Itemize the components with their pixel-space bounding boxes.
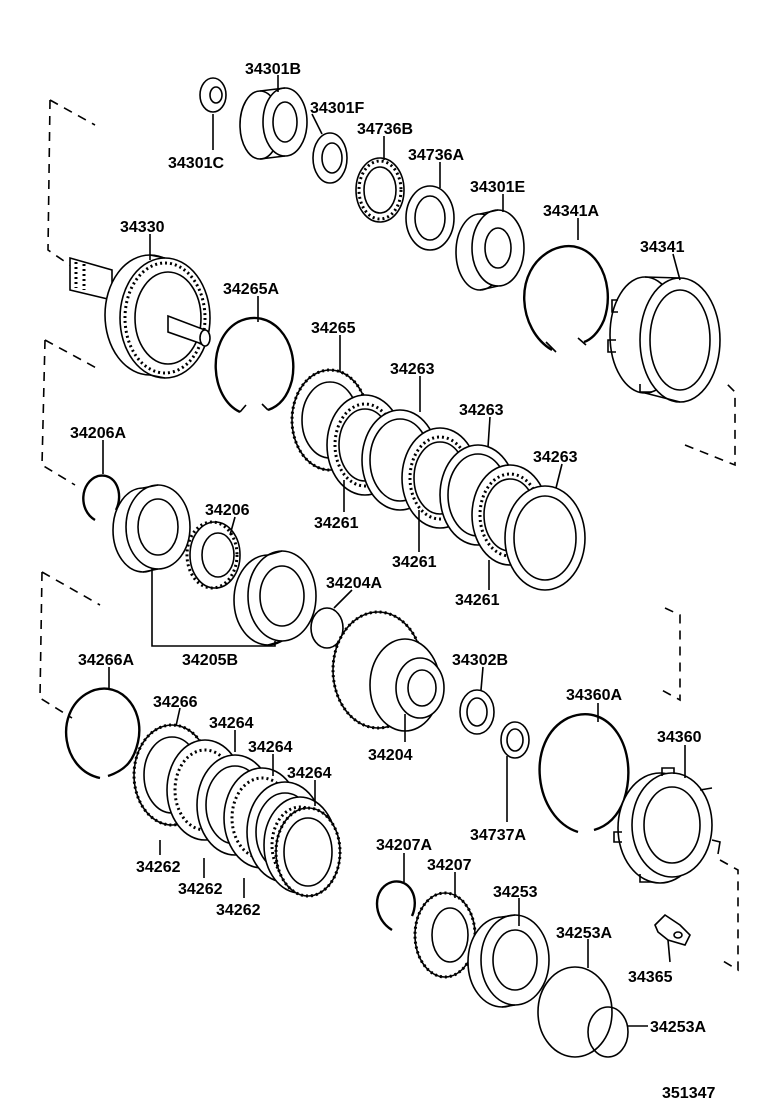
part-34253a-seal-small bbox=[587, 1006, 629, 1058]
part-34205b-piston-2 bbox=[233, 550, 317, 646]
label-34261-1: 34261 bbox=[314, 515, 359, 532]
part-34263-plate-3 bbox=[504, 485, 586, 591]
label-34301e: 34301E bbox=[470, 179, 525, 196]
part-34330-shaft-assembly bbox=[69, 254, 211, 379]
label-34330: 34330 bbox=[120, 219, 165, 236]
part-34264-plate-3 bbox=[274, 806, 342, 898]
label-34253a-2: 34253A bbox=[650, 1019, 706, 1036]
label-34206: 34206 bbox=[205, 502, 250, 519]
label-34253a-1: 34253A bbox=[556, 925, 612, 942]
part-34301c-nut bbox=[199, 77, 227, 113]
label-34266a: 34266A bbox=[78, 652, 134, 669]
label-34262-3: 34262 bbox=[216, 902, 261, 919]
label-34261-2: 34261 bbox=[392, 554, 437, 571]
label-34253: 34253 bbox=[493, 884, 538, 901]
label-34736b: 34736B bbox=[357, 121, 413, 138]
part-34206-clutch bbox=[185, 520, 241, 590]
part-34341-drum bbox=[607, 276, 721, 403]
part-34207-clutch bbox=[413, 891, 477, 979]
part-34205b-piston bbox=[112, 484, 191, 573]
label-34262-1: 34262 bbox=[136, 859, 181, 876]
label-34360: 34360 bbox=[657, 729, 702, 746]
part-labels: 34301B 34301F 34301C 34736B 34736A 34301… bbox=[70, 61, 715, 1102]
axis-guides bbox=[39, 99, 739, 972]
label-34301c: 34301C bbox=[168, 155, 224, 172]
part-34253a-seal-large bbox=[537, 966, 613, 1058]
label-34341: 34341 bbox=[640, 239, 685, 256]
part-34204-drum bbox=[331, 610, 445, 732]
part-34360a-snap-ring bbox=[538, 713, 630, 834]
part-34266a-snap-ring bbox=[64, 687, 141, 780]
part-34301e-bearing bbox=[455, 209, 525, 291]
label-34204: 34204 bbox=[368, 747, 413, 764]
label-34262-2: 34262 bbox=[178, 881, 223, 898]
label-34265: 34265 bbox=[311, 320, 356, 337]
part-34737a-washer bbox=[500, 721, 530, 759]
part-34301f-race bbox=[312, 132, 348, 184]
part-34206a-snap-ring bbox=[82, 474, 121, 522]
label-34207a: 34207A bbox=[376, 837, 432, 854]
part-34207a-snap-ring bbox=[375, 880, 416, 932]
part-34204a-o-ring bbox=[310, 607, 344, 649]
label-34341a: 34341A bbox=[543, 203, 599, 220]
label-34204a: 34204A bbox=[326, 575, 382, 592]
part-34736b-washer bbox=[355, 157, 405, 223]
part-34365-clip bbox=[654, 913, 691, 946]
label-34263-3: 34263 bbox=[533, 449, 578, 466]
label-34263-2: 34263 bbox=[459, 402, 504, 419]
label-34302b: 34302B bbox=[452, 652, 508, 669]
label-34264-2: 34264 bbox=[248, 739, 293, 756]
part-34301b-bearing bbox=[239, 87, 308, 160]
label-34264-3: 34264 bbox=[287, 765, 332, 782]
label-34205b: 34205B bbox=[182, 652, 238, 669]
label-34301f: 34301F bbox=[310, 100, 364, 117]
label-34261-3: 34261 bbox=[455, 592, 500, 609]
part-34341a-snap-ring bbox=[523, 244, 609, 353]
part-34736a-washer bbox=[405, 185, 455, 251]
part-34360-clutch bbox=[613, 767, 721, 884]
part-34302b-bearing bbox=[459, 689, 495, 735]
label-34263-1: 34263 bbox=[390, 361, 435, 378]
diagram-number: 351347 bbox=[662, 1085, 715, 1102]
label-34365: 34365 bbox=[628, 969, 673, 986]
label-34360a: 34360A bbox=[566, 687, 622, 704]
label-34265a: 34265A bbox=[223, 281, 279, 298]
leader-lines bbox=[102, 75, 686, 1027]
part-34253-bearing bbox=[467, 914, 550, 1008]
label-34736a: 34736A bbox=[408, 147, 464, 164]
label-34264-1: 34264 bbox=[209, 715, 254, 732]
label-34206a: 34206A bbox=[70, 425, 126, 442]
part-34265a-snap-ring bbox=[214, 316, 295, 414]
label-34207: 34207 bbox=[427, 857, 472, 874]
label-34737a: 34737A bbox=[470, 827, 526, 844]
label-34266: 34266 bbox=[153, 694, 198, 711]
label-34301b: 34301B bbox=[245, 61, 301, 78]
